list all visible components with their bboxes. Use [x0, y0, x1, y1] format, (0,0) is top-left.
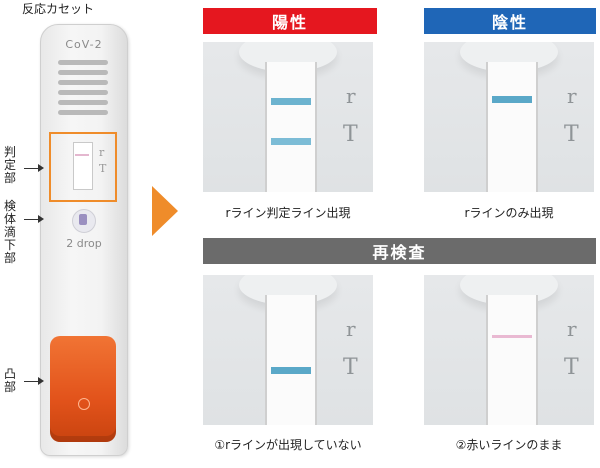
retest-case2-caption: ②赤いラインのまま: [455, 438, 563, 452]
judgment-window-line: [75, 154, 89, 156]
photo-t-mark: T: [343, 355, 358, 380]
leader-bump: [24, 381, 38, 382]
retest-case1-caption: ①rラインが出現していない: [214, 438, 362, 452]
positive-result-photo: r T: [203, 42, 373, 192]
arrow-right-icon: [38, 164, 44, 172]
photo-t-mark: T: [564, 355, 579, 380]
photo-r-mark: r: [346, 84, 356, 108]
photo-r-mark: r: [567, 317, 577, 341]
cassette-grip-slot: [58, 70, 108, 75]
cassette-grip-slot: [58, 100, 108, 105]
judgment-window-strip: [73, 142, 93, 190]
sample-well: [72, 209, 96, 233]
bump-dot-icon: [78, 398, 90, 410]
cassette-grip-slot: [58, 110, 108, 115]
leader-sample-drop: [24, 219, 38, 220]
negative-result-photo: r T: [424, 42, 594, 192]
arrow-right-icon: [38, 377, 44, 385]
leader-judgment: [24, 168, 38, 169]
cassette-title: 反応カセット: [22, 2, 95, 16]
negative-caption: rラインのみ出現: [464, 206, 554, 220]
t-line: [271, 367, 311, 374]
cassette-grip-slot: [58, 80, 108, 85]
retest-case2-photo: r T: [424, 275, 594, 425]
label-bump: 凸部: [4, 367, 17, 394]
test-strip: [265, 295, 317, 425]
r-line: [492, 96, 532, 103]
label-judgment-area: 判定部: [4, 145, 17, 185]
judgment-window-highlight: [49, 132, 117, 202]
photo-r-mark: r: [567, 84, 577, 108]
positive-caption: rライン判定ライン出現: [225, 206, 351, 220]
cassette-t-mark: T: [99, 162, 107, 175]
t-line: [271, 138, 311, 145]
cassette-brand-label: CoV-2: [65, 38, 103, 51]
photo-t-mark: T: [343, 122, 358, 147]
retest-case1-photo: r T: [203, 275, 373, 425]
positive-banner: 陽性: [203, 8, 377, 34]
test-strip: [486, 295, 538, 425]
test-strip: [486, 62, 538, 192]
orange-arrow-icon: [152, 186, 178, 236]
drop-count-label: 2 drop: [66, 237, 102, 250]
r-line: [271, 98, 311, 105]
cassette-bump-button: [50, 336, 116, 442]
label-sample-drop-area: 検体滴下部: [4, 199, 17, 265]
sample-well-inner: [79, 214, 87, 225]
negative-banner: 陰性: [424, 8, 596, 34]
cassette-r-mark: r: [99, 146, 105, 159]
cassette-grip-slot: [58, 90, 108, 95]
arrow-right-icon: [38, 215, 44, 223]
pink-r-line: [492, 335, 532, 338]
photo-t-mark: T: [564, 122, 579, 147]
cassette-grip-slot: [58, 60, 108, 65]
photo-r-mark: r: [346, 317, 356, 341]
retest-banner: 再検査: [203, 238, 596, 264]
test-strip: [265, 62, 317, 192]
